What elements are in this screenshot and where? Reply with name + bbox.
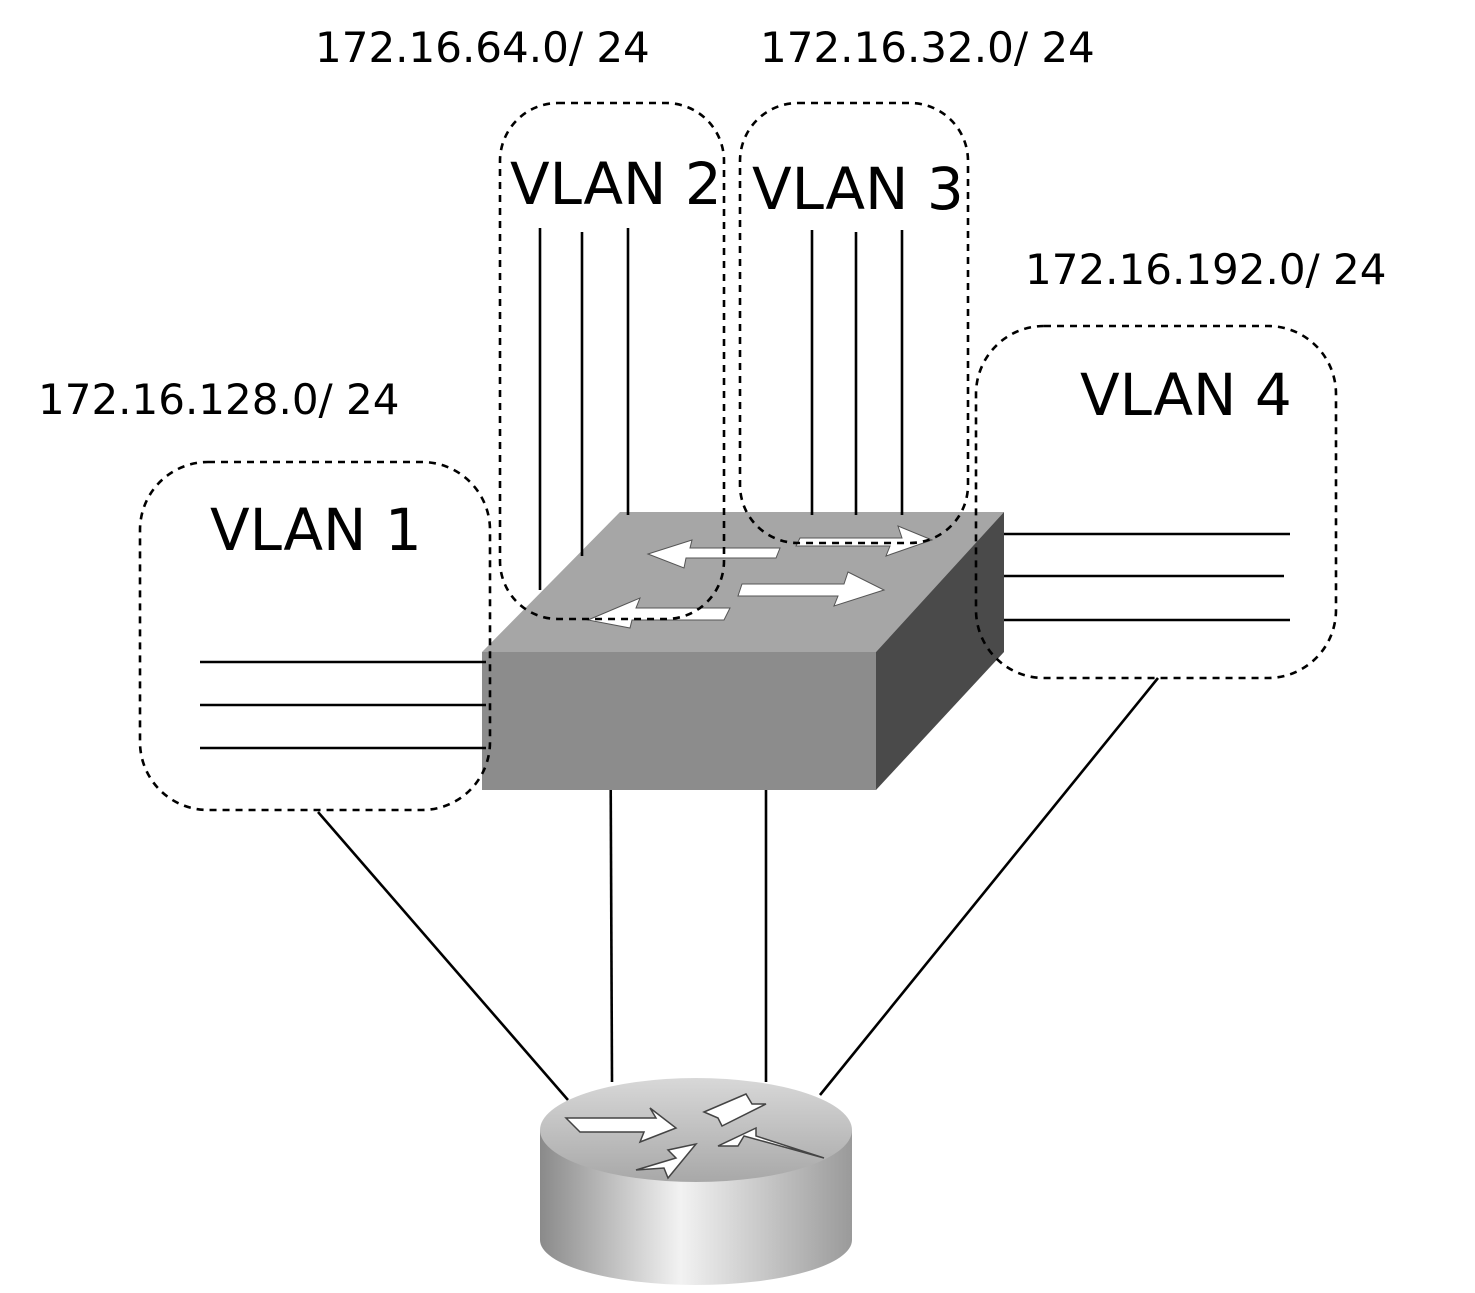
vlan3-label: VLAN 3 [752, 155, 964, 223]
vlan2-ports [538, 228, 630, 590]
vlan3-ports [810, 230, 904, 515]
switch-arrow-right-lower [737, 571, 886, 607]
router-arrow-3 [717, 1126, 825, 1159]
router-arrow-2 [702, 1093, 767, 1128]
vlan2-boundary [498, 101, 726, 621]
vlan4-subnet: 172.16.192.0/ 24 [1025, 245, 1387, 294]
router-arrow-4 [635, 1142, 698, 1180]
uplink-vlan4 [818, 677, 1160, 1096]
vlan1-ports [200, 660, 486, 750]
uplink-vlan1 [317, 811, 569, 1101]
vlan2-label: VLAN 2 [510, 150, 722, 218]
router-icon [540, 1078, 852, 1285]
vlan1-label: VLAN 1 [210, 496, 422, 564]
vlan1-boundary [138, 460, 492, 812]
switch-arrow-left-upper [646, 539, 781, 569]
vlan4-label: VLAN 4 [1080, 361, 1292, 429]
vlan1-subnet: 172.16.128.0/ 24 [38, 375, 400, 424]
router-arrow-1 [564, 1107, 678, 1144]
switch-icon [482, 512, 1004, 790]
vlan3-boundary [738, 101, 970, 545]
switch-side-face [876, 512, 1004, 790]
vlan3-subnet: 172.16.32.0/ 24 [760, 23, 1095, 72]
switch-arrow-left-lower [586, 597, 731, 629]
vlan4-ports [1004, 532, 1290, 622]
switch-arrow-right-upper [795, 525, 934, 557]
router-top [540, 1078, 852, 1182]
vlan2-subnet: 172.16.64.0/ 24 [315, 23, 650, 72]
switch-front-face [482, 652, 876, 790]
